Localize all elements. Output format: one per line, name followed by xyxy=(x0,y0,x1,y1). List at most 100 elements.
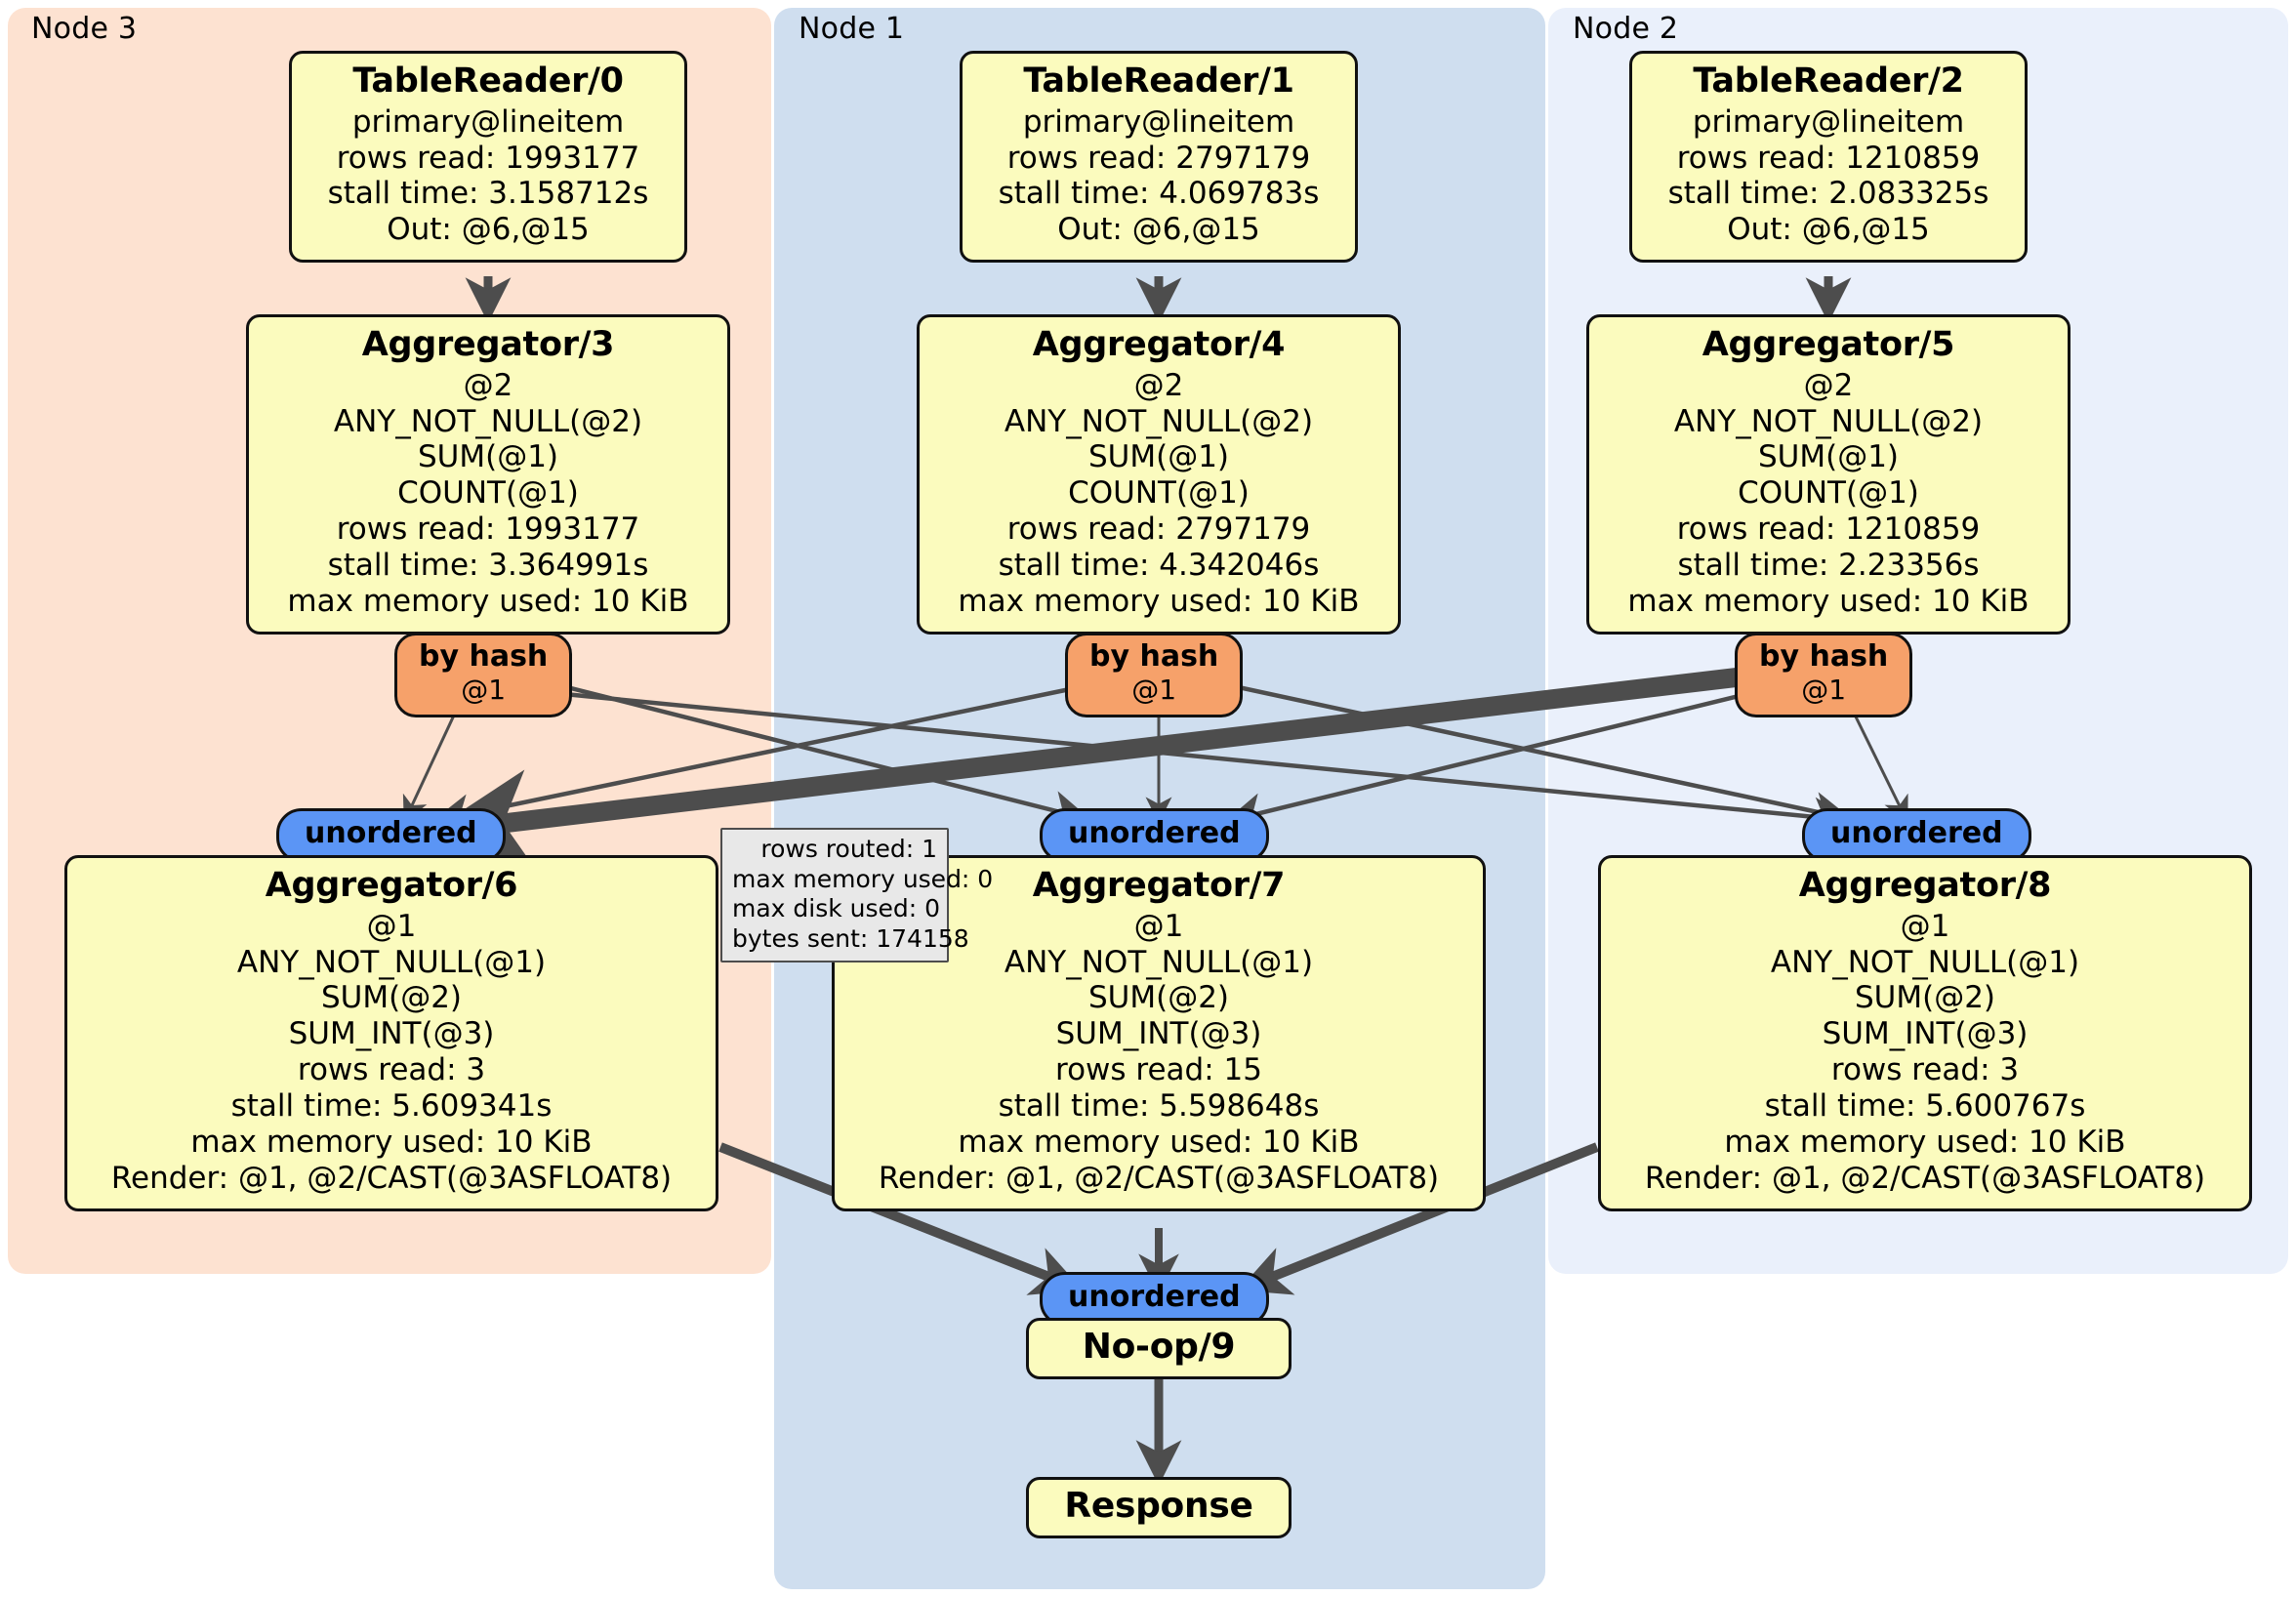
router-by-hash-node-1[interactable]: by hash @1 xyxy=(1065,633,1244,718)
operator-title: TableReader/1 xyxy=(1023,61,1294,101)
stat-rows-routed: rows routed: 1 xyxy=(760,835,937,863)
operator-stall-time: stall time: 4.069783s xyxy=(998,176,1320,212)
operator-max-memory: max memory used: 10 KiB xyxy=(1724,1124,2126,1160)
operator-agg-2: SUM(@1) xyxy=(1757,439,1900,475)
operator-out: Out: @6,@15 xyxy=(387,212,590,248)
stat-max-memory-used: max memory used: 0 xyxy=(732,864,994,893)
synchronizer-unordered-node-1[interactable]: unordered xyxy=(1040,808,1269,863)
operator-title: Aggregator/7 xyxy=(1032,866,1286,905)
router-column: @1 xyxy=(461,673,507,706)
stat-max-disk-used: max disk used: 0 xyxy=(732,894,941,922)
operator-agg-3: COUNT(@1) xyxy=(1738,475,1919,512)
operator-aggregator-6[interactable]: Aggregator/6 @1 ANY_NOT_NULL(@1) SUM(@2)… xyxy=(64,855,718,1211)
operator-stall-time: stall time: 2.083325s xyxy=(1667,176,1989,212)
router-label: by hash xyxy=(1089,639,1219,674)
operator-aggregator-7[interactable]: Aggregator/7 @1 ANY_NOT_NULL(@1) SUM(@2)… xyxy=(832,855,1486,1211)
operator-agg-2: SUM(@1) xyxy=(417,439,559,475)
operator-rows-read: rows read: 3 xyxy=(297,1052,486,1088)
router-column: @1 xyxy=(1801,673,1847,706)
operator-group: @2 xyxy=(1803,367,1854,403)
operator-agg-3: SUM_INT(@3) xyxy=(288,1016,495,1052)
operator-no-op-9[interactable]: No-op/9 xyxy=(1026,1318,1292,1379)
operator-title: TableReader/0 xyxy=(352,61,624,101)
operator-title: No-op/9 xyxy=(1082,1327,1236,1367)
synchronizer-label: unordered xyxy=(1830,816,2003,850)
synchronizer-label: unordered xyxy=(1068,816,1241,850)
router-by-hash-node-2[interactable]: by hash @1 xyxy=(1735,633,1913,718)
router-label: by hash xyxy=(419,639,549,674)
operator-stall-time: stall time: 3.364991s xyxy=(327,548,649,584)
operator-render: Render: @1, @2/CAST(@3ASFLOAT8) xyxy=(878,1160,1440,1196)
operator-max-memory: max memory used: 10 KiB xyxy=(1627,583,2030,619)
synchronizer-unordered-node-2[interactable]: unordered xyxy=(1802,808,2031,863)
panel-label-node-2: Node 2 xyxy=(1573,12,1679,46)
operator-aggregator-5[interactable]: Aggregator/5 @2 ANY_NOT_NULL(@2) SUM(@1)… xyxy=(1586,314,2070,635)
operator-response[interactable]: Response xyxy=(1026,1477,1292,1538)
operator-group: @2 xyxy=(463,367,513,403)
operator-agg-2: SUM(@1) xyxy=(1087,439,1230,475)
operator-stall-time: stall time: 5.600767s xyxy=(1764,1088,2086,1125)
operator-stall-time: stall time: 4.342046s xyxy=(998,548,1320,584)
synchronizer-label: unordered xyxy=(305,816,477,850)
operator-rows-read: rows read: 2797179 xyxy=(1006,512,1311,548)
operator-rows-read: rows read: 1210859 xyxy=(1676,512,1981,548)
operator-out: Out: @6,@15 xyxy=(1727,212,1930,248)
router-column: @1 xyxy=(1131,673,1177,706)
operator-title: Response xyxy=(1064,1486,1253,1526)
operator-agg-1: ANY_NOT_NULL(@1) xyxy=(236,944,547,980)
router-by-hash-node-3[interactable]: by hash @1 xyxy=(394,633,573,718)
operator-table-reader-1[interactable]: TableReader/1 primary@lineitem rows read… xyxy=(960,51,1358,264)
operator-agg-1: ANY_NOT_NULL(@2) xyxy=(1004,403,1314,439)
operator-aggregator-4[interactable]: Aggregator/4 @2 ANY_NOT_NULL(@2) SUM(@1)… xyxy=(917,314,1401,635)
synchronizer-label: unordered xyxy=(1068,1280,1241,1314)
operator-table-reader-0[interactable]: TableReader/0 primary@lineitem rows read… xyxy=(289,51,687,264)
operator-title: Aggregator/3 xyxy=(361,325,615,364)
operator-max-memory: max memory used: 10 KiB xyxy=(287,583,689,619)
operator-rows-read: rows read: 1210859 xyxy=(1676,140,1981,176)
operator-agg-1: ANY_NOT_NULL(@1) xyxy=(1004,944,1314,980)
operator-agg-3: COUNT(@1) xyxy=(1068,475,1250,512)
operator-rows-read: rows read: 1993177 xyxy=(336,140,640,176)
operator-out: Out: @6,@15 xyxy=(1057,212,1260,248)
operator-source: primary@lineitem xyxy=(351,103,625,140)
operator-stall-time: stall time: 5.598648s xyxy=(998,1088,1320,1125)
operator-agg-3: SUM_INT(@3) xyxy=(1055,1016,1262,1052)
panel-label-node-1: Node 1 xyxy=(799,12,905,46)
edge-stats-tooltip: rows routed: 1 max memory used: 0 max di… xyxy=(720,828,994,962)
operator-group: @1 xyxy=(1133,908,1184,944)
operator-agg-2: SUM(@2) xyxy=(320,980,463,1016)
operator-max-memory: max memory used: 10 KiB xyxy=(958,1124,1360,1160)
operator-rows-read: rows read: 1993177 xyxy=(336,512,640,548)
synchronizer-unordered-final[interactable]: unordered xyxy=(1040,1272,1269,1327)
router-label: by hash xyxy=(1759,639,1889,674)
operator-title: Aggregator/4 xyxy=(1032,325,1286,364)
operator-render: Render: @1, @2/CAST(@3ASFLOAT8) xyxy=(110,1160,673,1196)
operator-group: @1 xyxy=(366,908,417,944)
operator-max-memory: max memory used: 10 KiB xyxy=(958,583,1360,619)
operator-title: Aggregator/6 xyxy=(265,866,518,905)
operator-title: Aggregator/8 xyxy=(1798,866,2052,905)
operator-agg-2: SUM(@2) xyxy=(1854,980,1996,1016)
operator-table-reader-2[interactable]: TableReader/2 primary@lineitem rows read… xyxy=(1629,51,2028,264)
operator-group: @1 xyxy=(1900,908,1950,944)
operator-agg-3: SUM_INT(@3) xyxy=(1822,1016,2029,1052)
panel-label-node-3: Node 3 xyxy=(31,12,138,46)
operator-stall-time: stall time: 5.609341s xyxy=(230,1088,553,1125)
operator-rows-read: rows read: 3 xyxy=(1830,1052,2020,1088)
operator-aggregator-3[interactable]: Aggregator/3 @2 ANY_NOT_NULL(@2) SUM(@1)… xyxy=(246,314,730,635)
operator-stall-time: stall time: 2.23356s xyxy=(1677,548,1980,584)
operator-agg-2: SUM(@2) xyxy=(1087,980,1230,1016)
operator-aggregator-8[interactable]: Aggregator/8 @1 ANY_NOT_NULL(@1) SUM(@2)… xyxy=(1598,855,2252,1211)
operator-title: TableReader/2 xyxy=(1693,61,1964,101)
operator-source: primary@lineitem xyxy=(1022,103,1295,140)
operator-agg-1: ANY_NOT_NULL(@1) xyxy=(1770,944,2080,980)
operator-render: Render: @1, @2/CAST(@3ASFLOAT8) xyxy=(1644,1160,2206,1196)
operator-source: primary@lineitem xyxy=(1692,103,1965,140)
operator-max-memory: max memory used: 10 KiB xyxy=(190,1124,593,1160)
operator-agg-1: ANY_NOT_NULL(@2) xyxy=(1673,403,1984,439)
operator-agg-3: COUNT(@1) xyxy=(397,475,579,512)
operator-agg-1: ANY_NOT_NULL(@2) xyxy=(333,403,643,439)
stat-bytes-sent: bytes sent: 174158 xyxy=(732,923,969,953)
operator-rows-read: rows read: 2797179 xyxy=(1006,140,1311,176)
operator-rows-read: rows read: 15 xyxy=(1055,1052,1262,1088)
